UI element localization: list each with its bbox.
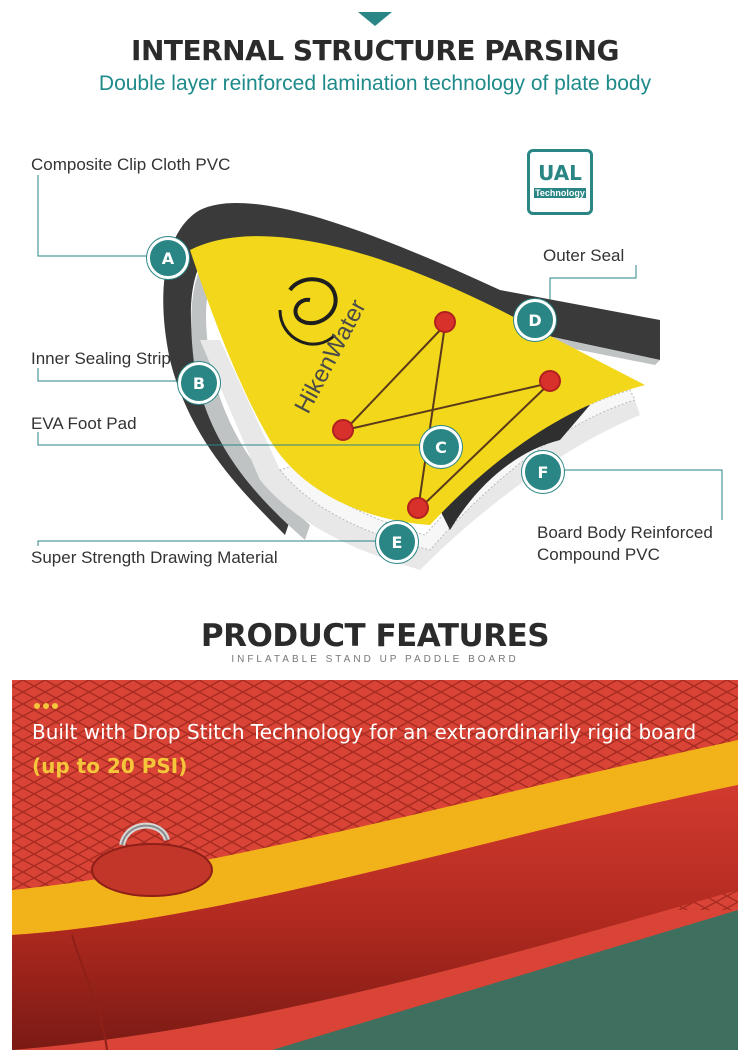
section-subtitle-structure: Double layer reinforced lamination techn… (98, 72, 652, 95)
chevron-down-icon (358, 12, 392, 26)
callout-marker-c: C (420, 426, 462, 468)
callout-label-f-line1: Board Body Reinforced (537, 523, 713, 542)
product-photo (12, 680, 738, 1050)
callout-marker-a: A (147, 237, 189, 279)
callout-label-b: Inner Sealing Strip (31, 349, 171, 368)
section-title-structure: INTERNAL STRUCTURE PARSING (131, 34, 619, 67)
callout-marker-b: B (178, 362, 220, 404)
callout-label-d: Outer Seal (543, 246, 625, 265)
section-title-features: PRODUCT FEATURES (200, 618, 550, 654)
callout-label-e: Super Strength Drawing Material (31, 548, 278, 567)
callout-label-f-line2: Compound PVC (537, 545, 660, 564)
callout-label-c: EVA Foot Pad (31, 414, 137, 433)
ual-badge-text: UAL (538, 161, 582, 185)
feature-description: Built with Drop Stitch Technology for an… (32, 720, 697, 744)
callout-label-a: Composite Clip Cloth PVC (31, 155, 231, 174)
feature-psi-highlight: (up to 20 PSI) (32, 754, 188, 778)
section-subtitle-features: INFLATABLE STAND UP PADDLE BOARD (231, 654, 519, 665)
ual-technology-badge: UAL Technology (527, 149, 593, 215)
callout-marker-f: F (522, 451, 564, 493)
board-cross-section-illustration: HikenWater (163, 202, 660, 570)
decorative-dots (34, 703, 58, 709)
callout-leader-lines (37, 175, 723, 546)
ual-badge-subtext: Technology (534, 188, 586, 198)
board-closeup-illustration (12, 680, 738, 1050)
callout-marker-e: E (376, 521, 418, 563)
callout-marker-d: D (514, 299, 556, 341)
